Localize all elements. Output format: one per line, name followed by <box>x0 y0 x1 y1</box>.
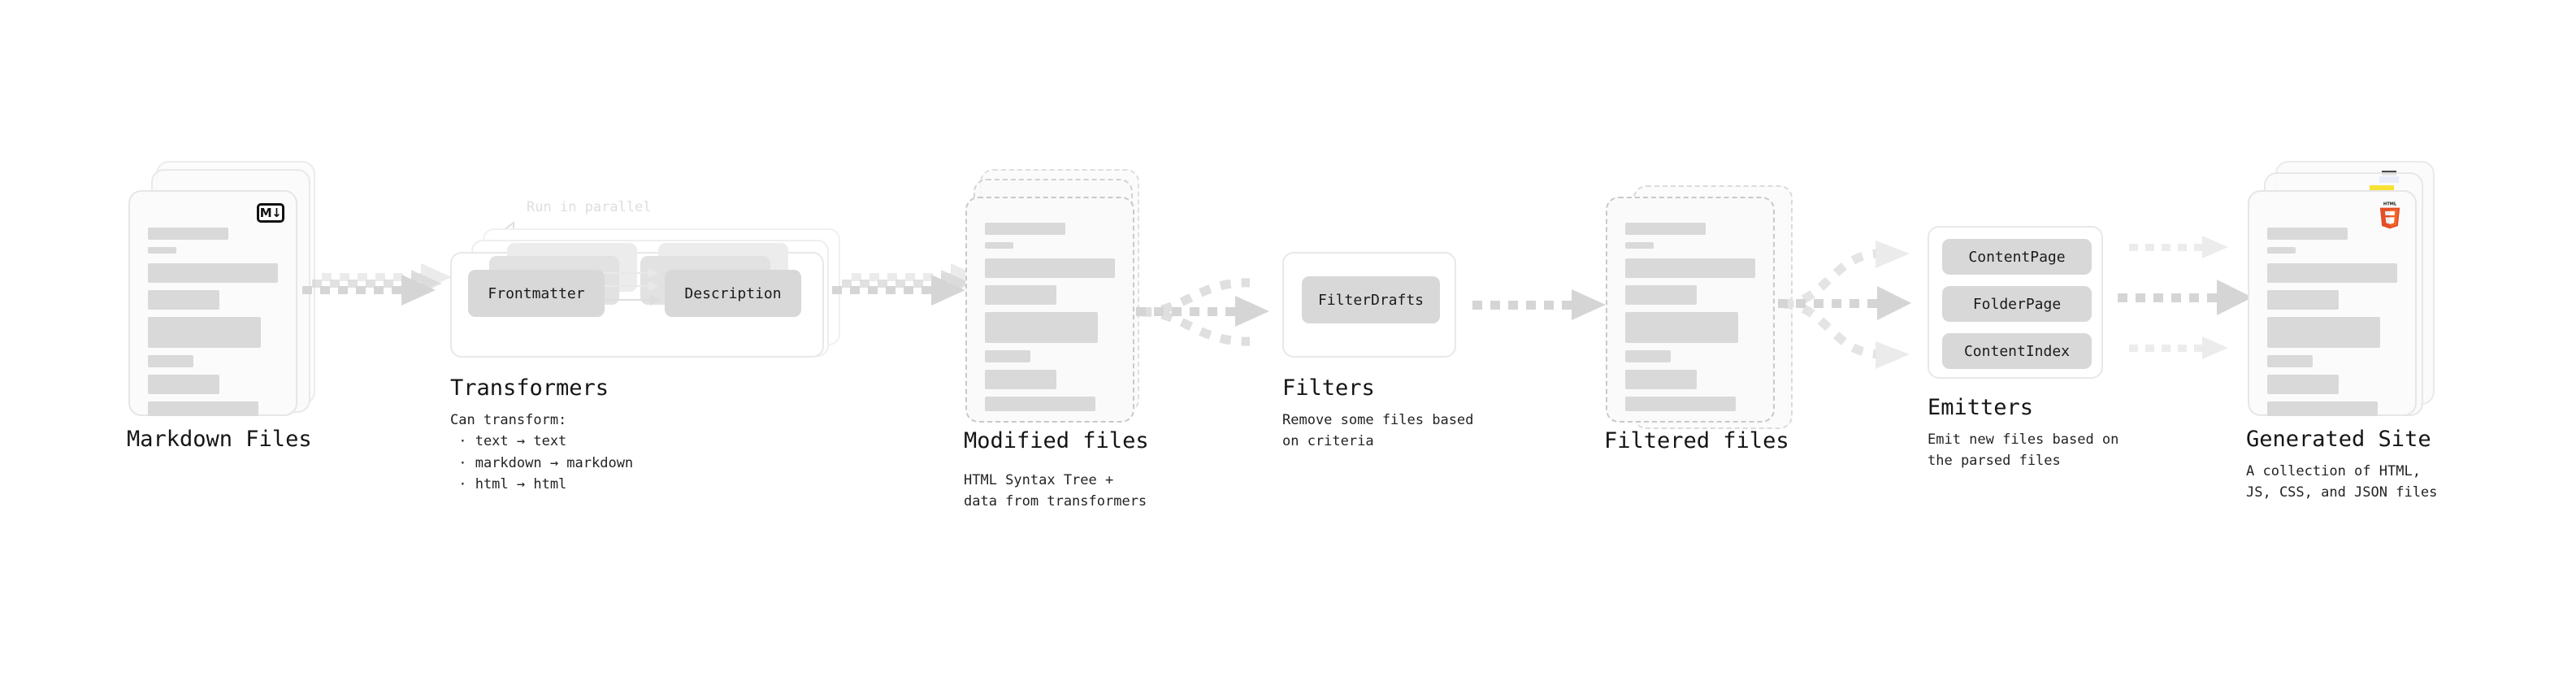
svg-text:HTML: HTML <box>2383 202 2397 206</box>
html5-icon: HTML <box>2379 202 2400 229</box>
emitter-chip-contentindex[interactable]: ContentIndex <box>1942 333 2092 369</box>
doc-bar <box>2267 247 2296 254</box>
emitters-caption: Emit new files based on the parsed files <box>1928 432 2119 470</box>
doc-bar <box>148 355 193 367</box>
connector-filters-to-filtered <box>1472 289 1606 320</box>
doc-bar <box>148 375 219 394</box>
connector-modified-to-filters <box>1136 278 1269 346</box>
transformer-chip-description[interactable]: Description <box>665 270 801 317</box>
doc-bar <box>148 401 258 416</box>
doc-bar <box>1625 258 1755 278</box>
filters-title: Filters <box>1282 375 1375 401</box>
transformers-caption: Can transform: · text → text · markdown … <box>450 412 634 493</box>
emitters-group: ContentPage FolderPage ContentIndex <box>1928 226 2103 379</box>
transformer-chip-description-label: Description <box>684 284 782 302</box>
emitter-chip-folderpage-label: FolderPage <box>1972 295 2062 313</box>
doc-bar <box>2267 263 2397 283</box>
emitter-chip-contentpage-label: ContentPage <box>1968 248 2066 266</box>
doc-bar <box>2267 317 2381 348</box>
doc-bar <box>2267 290 2339 310</box>
doc-bar <box>1625 242 1654 249</box>
generated-site-title: Generated Site <box>2246 427 2431 452</box>
connector-emitters-to-site <box>2118 236 2253 359</box>
transformer-chip-frontmatter-label: Frontmatter <box>488 284 585 302</box>
generated-site-caption: A collection of HTML, JS, CSS, and JSON … <box>2246 463 2438 501</box>
modified-card-front <box>965 197 1134 423</box>
doc-bar <box>985 370 1056 389</box>
filter-chip-filterdrafts[interactable]: FilterDrafts <box>1302 276 1440 323</box>
doc-bar <box>985 397 1095 411</box>
doc-bar <box>985 350 1030 362</box>
markdown-badge-label: M <box>259 205 272 220</box>
doc-bar <box>985 258 1115 278</box>
filters-group: FilterDrafts <box>1282 252 1456 358</box>
doc-bar <box>985 242 1014 249</box>
emitters-title: Emitters <box>1928 395 2034 420</box>
markdown-badge: M↓ <box>257 203 284 223</box>
modified-files-title: Modified files <box>964 428 1149 453</box>
transformer-group-front: Frontmatter Description <box>450 243 824 358</box>
transformers-title: Transformers <box>450 375 609 401</box>
connector-markdown-to-transformers <box>302 263 452 306</box>
doc-bar <box>2267 228 2348 240</box>
emitter-chip-contentpage[interactable]: ContentPage <box>1942 239 2092 275</box>
doc-bar <box>985 312 1099 343</box>
filter-chip-filterdrafts-label: FilterDrafts <box>1317 291 1425 309</box>
doc-bar <box>148 317 262 348</box>
doc-bar <box>2267 401 2378 416</box>
connector-transformers-to-modified <box>832 263 982 306</box>
emitter-chip-folderpage[interactable]: FolderPage <box>1942 286 2092 322</box>
filters-caption: Remove some files based on criteria <box>1282 412 1474 450</box>
connector-filtered-to-emitters <box>1778 241 1911 369</box>
filtered-card-front <box>1606 197 1775 423</box>
doc-bar <box>1625 350 1671 362</box>
markdown-badge-arrow: ↓ <box>271 205 282 220</box>
transformer-chip-frontmatter[interactable]: Frontmatter <box>468 270 605 317</box>
filtered-files-title: Filtered files <box>1604 428 1789 453</box>
doc-bar <box>2267 355 2313 367</box>
doc-bar <box>148 247 177 254</box>
doc-bar <box>148 228 229 240</box>
doc-bar <box>1625 397 1736 411</box>
emitter-chip-contentindex-label: ContentIndex <box>1963 342 2071 360</box>
doc-bar <box>985 223 1066 235</box>
doc-bar <box>1625 285 1697 305</box>
doc-bar <box>985 285 1056 305</box>
markdown-card-front: M↓ <box>128 190 297 416</box>
doc-bar <box>1625 312 1739 343</box>
modified-files-caption: HTML Syntax Tree + data from transformer… <box>964 472 1147 510</box>
doc-bar <box>2267 375 2339 394</box>
transformer-inner-arrows <box>603 268 661 306</box>
doc-bar <box>148 263 278 283</box>
markdown-files-title: Markdown Files <box>127 427 312 452</box>
doc-bar <box>148 290 219 310</box>
site-card-front: HTML <box>2248 190 2417 416</box>
run-in-parallel-label: Run in parallel <box>527 199 652 215</box>
doc-bar <box>1625 223 1706 235</box>
doc-bar <box>1625 370 1697 389</box>
